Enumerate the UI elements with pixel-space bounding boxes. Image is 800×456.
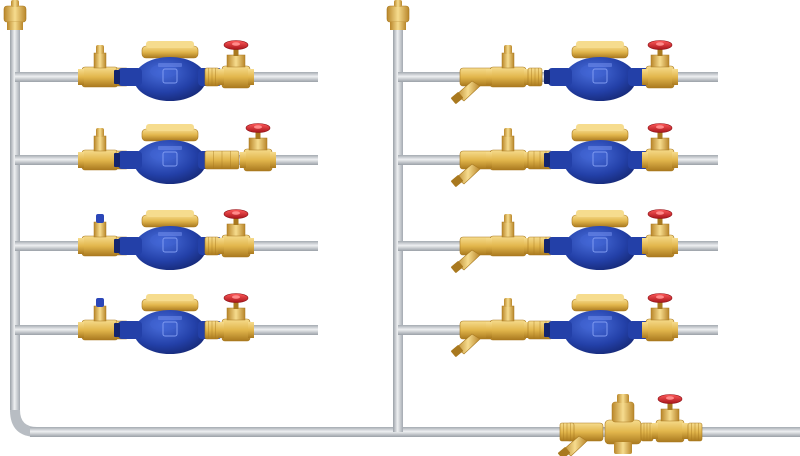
right-union-1 [527,67,543,87]
left-union-b-3 [204,236,220,256]
right-riser-pipe [393,25,403,432]
left-gate-valve-1 [218,40,254,89]
right-gate-valve-2 [642,123,678,172]
left-union-b-4 [204,320,220,340]
main-y-strainer [558,422,604,456]
main-union-c [687,422,703,442]
main-union-b [640,422,654,442]
right-gate-valve-1 [642,40,678,89]
left-water-meter-1 [114,41,226,101]
main-pressure-reducing-valve [604,394,642,454]
left-gate-valve-2 [240,123,276,172]
right-air-vent [386,0,410,30]
right-water-meter-1 [544,41,656,101]
right-check-valve-2 [486,128,530,171]
right-gate-valve-3 [642,209,678,258]
pipe-network [10,25,800,437]
main-header-pipe [30,427,800,437]
right-check-valve-4 [486,298,530,341]
left-gate-valve-3 [218,209,254,258]
right-check-valve-3 [486,214,530,257]
right-gate-valve-4 [642,293,678,342]
left-union-b-1 [204,67,220,87]
device-assemblies [3,0,703,456]
left-gate-valve-4 [218,293,254,342]
left-coupling-2 [204,150,240,170]
left-air-vent [3,0,27,30]
right-check-valve-1 [486,45,530,88]
right-water-meter-2 [544,124,656,184]
right-water-meter-3 [544,210,656,270]
main-gate-valve [652,394,688,443]
main-union-a [559,422,575,442]
right-water-meter-4 [544,294,656,354]
left-riser-pipe [10,25,20,412]
